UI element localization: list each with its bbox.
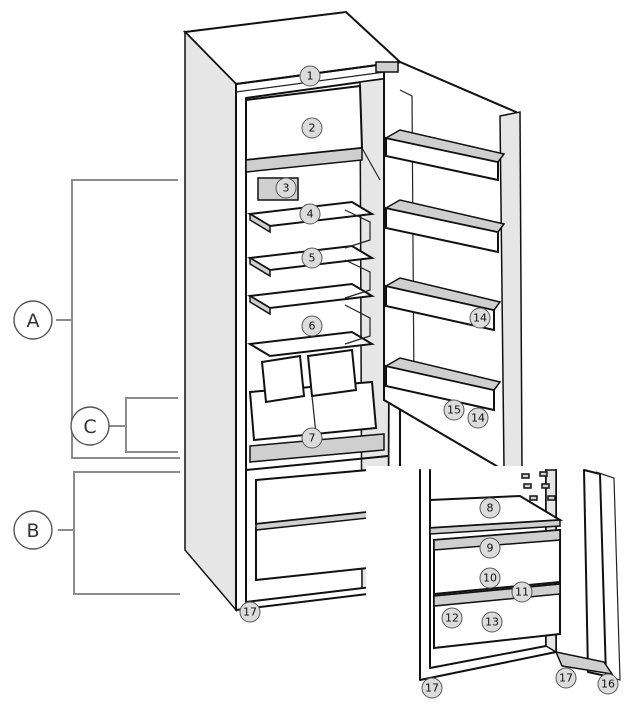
svg-text:7: 7 <box>309 432 316 445</box>
svg-text:8: 8 <box>487 502 494 515</box>
callout-2: 2 <box>301 117 323 139</box>
callout-15: 15 <box>443 399 465 421</box>
callout-17-inset-left: 17 <box>421 677 443 699</box>
zone-brackets <box>56 179 180 595</box>
fridge-cabinet <box>182 10 403 613</box>
svg-text:13: 13 <box>485 616 499 629</box>
zone-label-c: C <box>70 406 110 446</box>
callout-4: 4 <box>299 203 321 225</box>
svg-text:A: A <box>27 310 40 332</box>
callout-7: 7 <box>301 427 323 449</box>
callout-1: 1 <box>299 65 321 87</box>
svg-text:B: B <box>26 520 39 542</box>
svg-text:14: 14 <box>473 312 487 325</box>
zone-label-a: A <box>13 300 53 340</box>
lower-compartment <box>245 455 389 582</box>
svg-text:14: 14 <box>471 412 485 425</box>
callout-9: 9 <box>479 537 501 559</box>
callout-17-main: 17 <box>239 601 261 623</box>
svg-text:10: 10 <box>483 572 497 585</box>
svg-text:5: 5 <box>309 252 316 265</box>
callout-12: 12 <box>441 607 463 629</box>
callout-3: 3 <box>275 177 297 199</box>
svg-text:17: 17 <box>243 606 257 619</box>
svg-text:2: 2 <box>309 122 316 135</box>
svg-text:3: 3 <box>283 182 290 195</box>
callout-16: 16 <box>597 673 619 695</box>
svg-text:11: 11 <box>515 586 529 599</box>
svg-text:C: C <box>83 416 96 438</box>
svg-text:17: 17 <box>559 672 573 685</box>
svg-text:15: 15 <box>447 404 461 417</box>
callout-13: 13 <box>481 611 503 633</box>
callout-17-inset-right: 17 <box>555 667 577 689</box>
svg-text:12: 12 <box>445 612 459 625</box>
zone-label-b: B <box>13 510 53 550</box>
callout-5: 5 <box>301 247 323 269</box>
svg-text:1: 1 <box>307 70 314 83</box>
glass-shelves <box>246 200 376 358</box>
fridge-door <box>375 60 523 472</box>
callout-6: 6 <box>301 315 323 337</box>
callout-8: 8 <box>479 497 501 519</box>
callout-10: 10 <box>479 567 501 589</box>
callout-11: 11 <box>511 581 533 603</box>
svg-text:17: 17 <box>425 682 439 695</box>
svg-text:9: 9 <box>487 542 494 555</box>
svg-text:16: 16 <box>601 678 615 691</box>
svg-text:4: 4 <box>307 208 314 221</box>
callout-14-upper: 14 <box>469 307 491 329</box>
svg-text:6: 6 <box>309 320 316 333</box>
crisper-drawers <box>248 348 385 463</box>
callout-14-lower: 14 <box>467 407 489 429</box>
